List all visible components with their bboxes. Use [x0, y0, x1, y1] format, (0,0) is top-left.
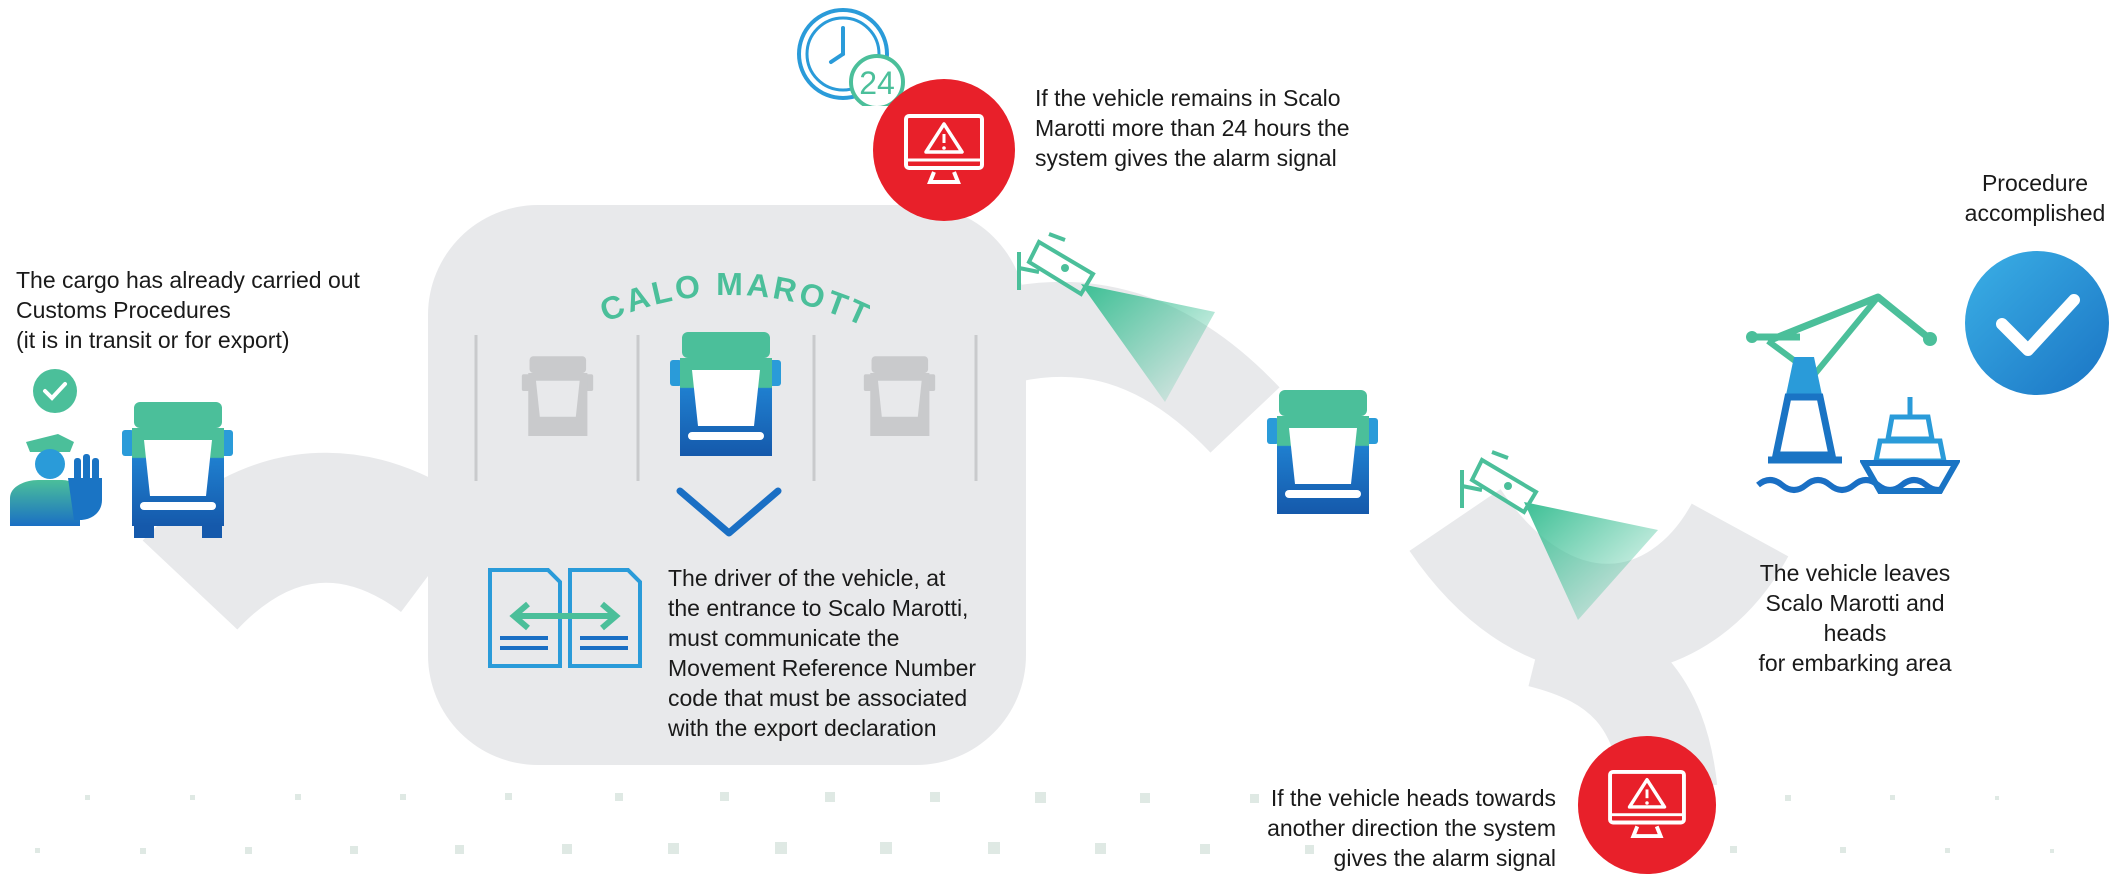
- ship-icon: [1860, 397, 1960, 494]
- truck-icon: [122, 402, 233, 538]
- crane-icon: [1746, 293, 1943, 493]
- scalo-description: The driver of the vehicle, at the entran…: [668, 563, 976, 743]
- camera-icon: [1017, 232, 1215, 402]
- leaves-line-1: The vehicle leaves: [1759, 560, 1951, 586]
- check-icon: [33, 369, 77, 413]
- alarm-24h-line-2: Marotti more than 24 hours the: [1035, 115, 1350, 141]
- scalo-area: [428, 205, 1026, 765]
- checkmark-circle-icon: [1965, 251, 2109, 395]
- scalo-line-2: the entrance to Scalo Marotti,: [668, 595, 969, 621]
- scalo-line-5: code that must be associated: [668, 685, 968, 711]
- scalo-line-3: must communicate the: [668, 625, 900, 651]
- truck-gray-left: [521, 356, 594, 436]
- customs-line-1: The cargo has already carried out: [16, 267, 360, 293]
- done-line-2: accomplished: [1964, 200, 2106, 226]
- customs-line-2: Customs Procedures: [16, 297, 231, 323]
- scalo-line-4: Movement Reference Number: [668, 655, 977, 681]
- leaves-line-2: Scalo Marotti and heads: [1765, 590, 1945, 646]
- truck-icon: [1267, 390, 1378, 514]
- alarm-monitor-icon: [1577, 735, 1717, 875]
- chevron-down-icon: [676, 487, 782, 537]
- scalo-title: SCALO MAROTTI: [590, 245, 870, 334]
- alarm-24h-text: If the vehicle remains in Scalo Marotti …: [1035, 83, 1350, 173]
- done-line-1: Procedure: [1981, 170, 2089, 196]
- clock-24-icon: 24: [797, 8, 905, 106]
- alarm-direction-text: If the vehicle heads towards another dir…: [1230, 783, 1556, 873]
- customs-text: The cargo has already carried out Custom…: [16, 265, 360, 355]
- parking-bays: [474, 335, 978, 481]
- alarm-monitor-icon: [873, 79, 1015, 221]
- done-text: Procedure accomplished: [1945, 168, 2125, 228]
- document-exchange-icon: [488, 568, 642, 668]
- alarm-direction-line-1: If the vehicle heads towards: [1270, 785, 1556, 811]
- road-segment-left: [142, 452, 479, 631]
- customs-officer-icon: [10, 434, 102, 526]
- truck-icon: [670, 332, 781, 456]
- dotted-ground: [35, 792, 2054, 854]
- camera-icon: [1460, 450, 1658, 620]
- truck-gray-right: [863, 356, 936, 436]
- svg-text:24: 24: [859, 65, 895, 101]
- alarm-24h-line-3: system gives the alarm signal: [1035, 145, 1337, 171]
- scalo-line-1: The driver of the vehicle, at: [668, 565, 946, 591]
- alarm-direction-line-3: gives the alarm signal: [1333, 845, 1556, 871]
- alarm-direction-line-2: another direction the system: [1267, 815, 1556, 841]
- leaves-line-3: for embarking area: [1758, 650, 1952, 676]
- customs-line-3: (it is in transit or for export): [16, 327, 290, 353]
- leaves-text: The vehicle leaves Scalo Marotti and hea…: [1740, 558, 1970, 678]
- scalo-line-6: with the export declaration: [668, 715, 937, 741]
- svg-text:SCALO MAROTTI: SCALO MAROTTI: [590, 245, 870, 334]
- alarm-24h-line-1: If the vehicle remains in Scalo: [1035, 85, 1341, 111]
